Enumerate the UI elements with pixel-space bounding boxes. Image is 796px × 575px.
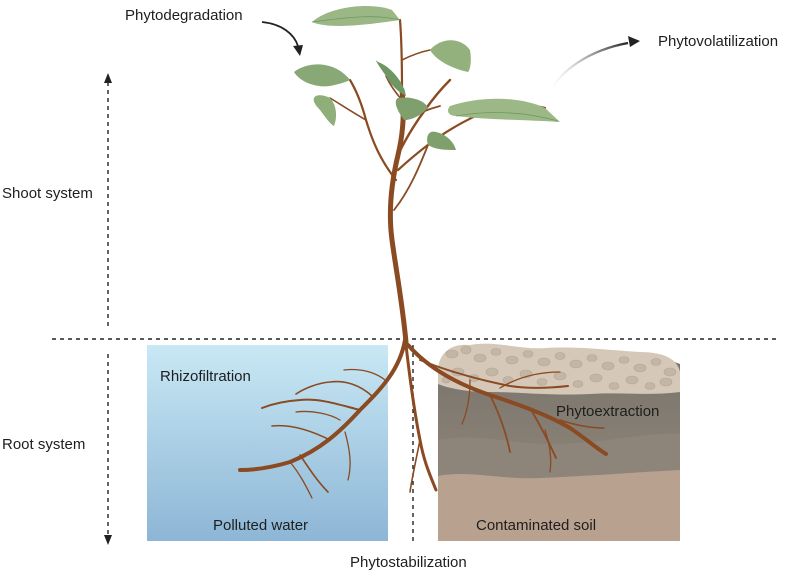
plant-stem: [329, 18, 547, 345]
label-contaminated-soil: Contaminated soil: [476, 517, 597, 534]
contaminated-soil-block: [438, 343, 680, 541]
phytovolatilization-arrow: [547, 36, 640, 96]
label-rhizofiltration: Rhizofiltration: [160, 368, 251, 385]
label-phytodegradation: Phytodegradation: [125, 7, 243, 24]
plant-leaves: [294, 6, 560, 150]
label-phytoextraction: Phytoextraction: [556, 403, 660, 420]
shoot-system-arrow: [104, 73, 112, 328]
label-polluted-water: Polluted water: [213, 517, 309, 534]
root-network: [238, 338, 608, 499]
label-shoot-system: Shoot system: [2, 185, 93, 202]
root-system-arrow: [104, 354, 112, 545]
label-phytovolatilization: Phytovolatilization: [658, 33, 779, 50]
pebble-layer: [438, 343, 680, 395]
label-phytostabilization: Phytostabilization: [350, 554, 467, 571]
phytodegradation-arrow: [261, 21, 303, 56]
label-root-system: Root system: [2, 436, 86, 453]
